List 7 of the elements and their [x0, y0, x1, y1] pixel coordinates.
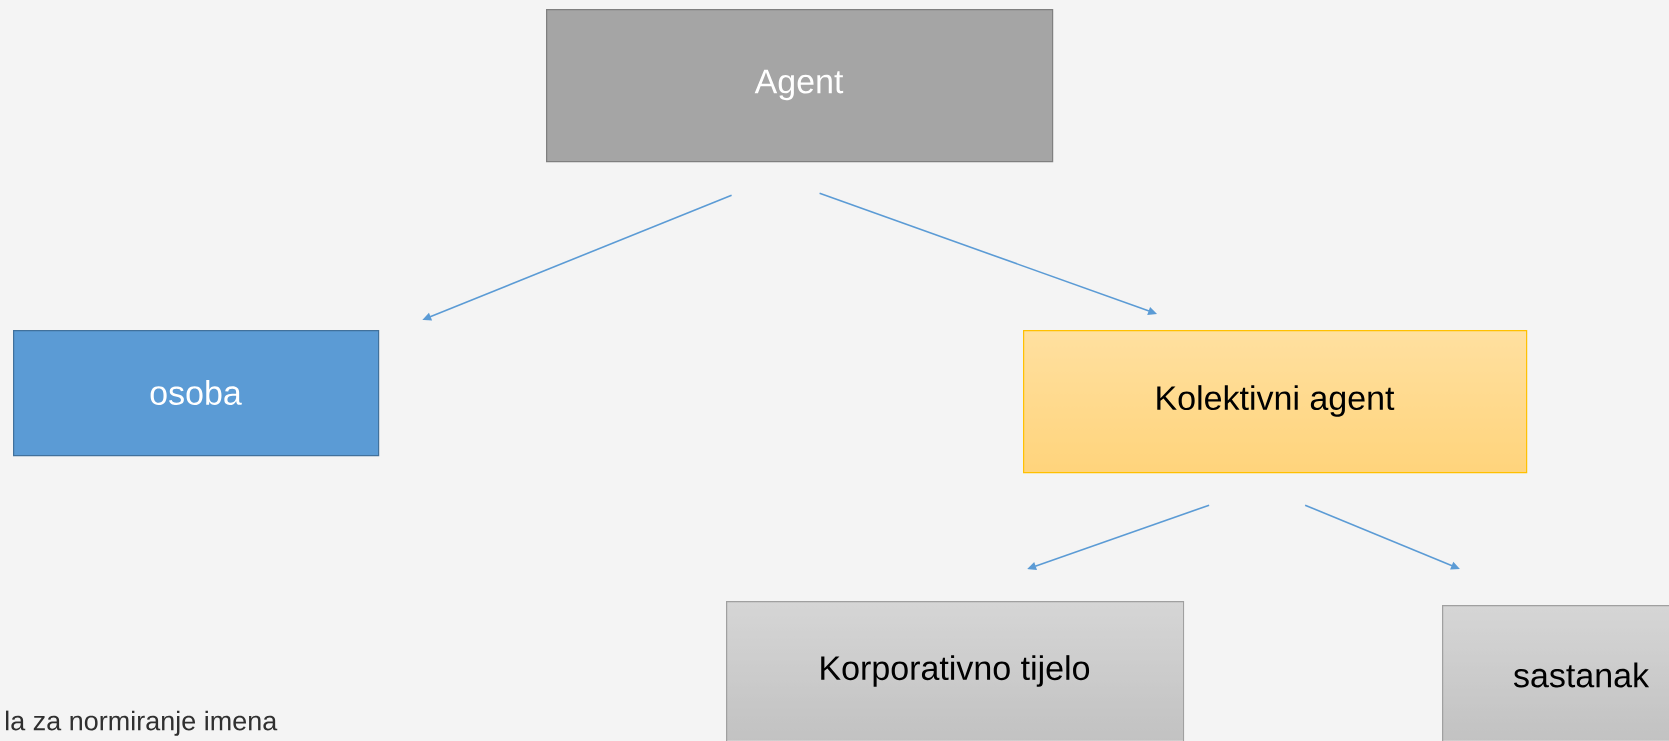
category-box: Korporativno tijelo [726, 601, 1185, 741]
note-text: la za normiranje imena [6, 710, 278, 736]
category-box: sastanak [1442, 605, 1669, 741]
category-box: osoba [13, 330, 380, 457]
arrow [818, 192, 1157, 315]
category-box: Agent [546, 9, 1054, 163]
category-box: Kolektivni agent [1023, 330, 1528, 474]
